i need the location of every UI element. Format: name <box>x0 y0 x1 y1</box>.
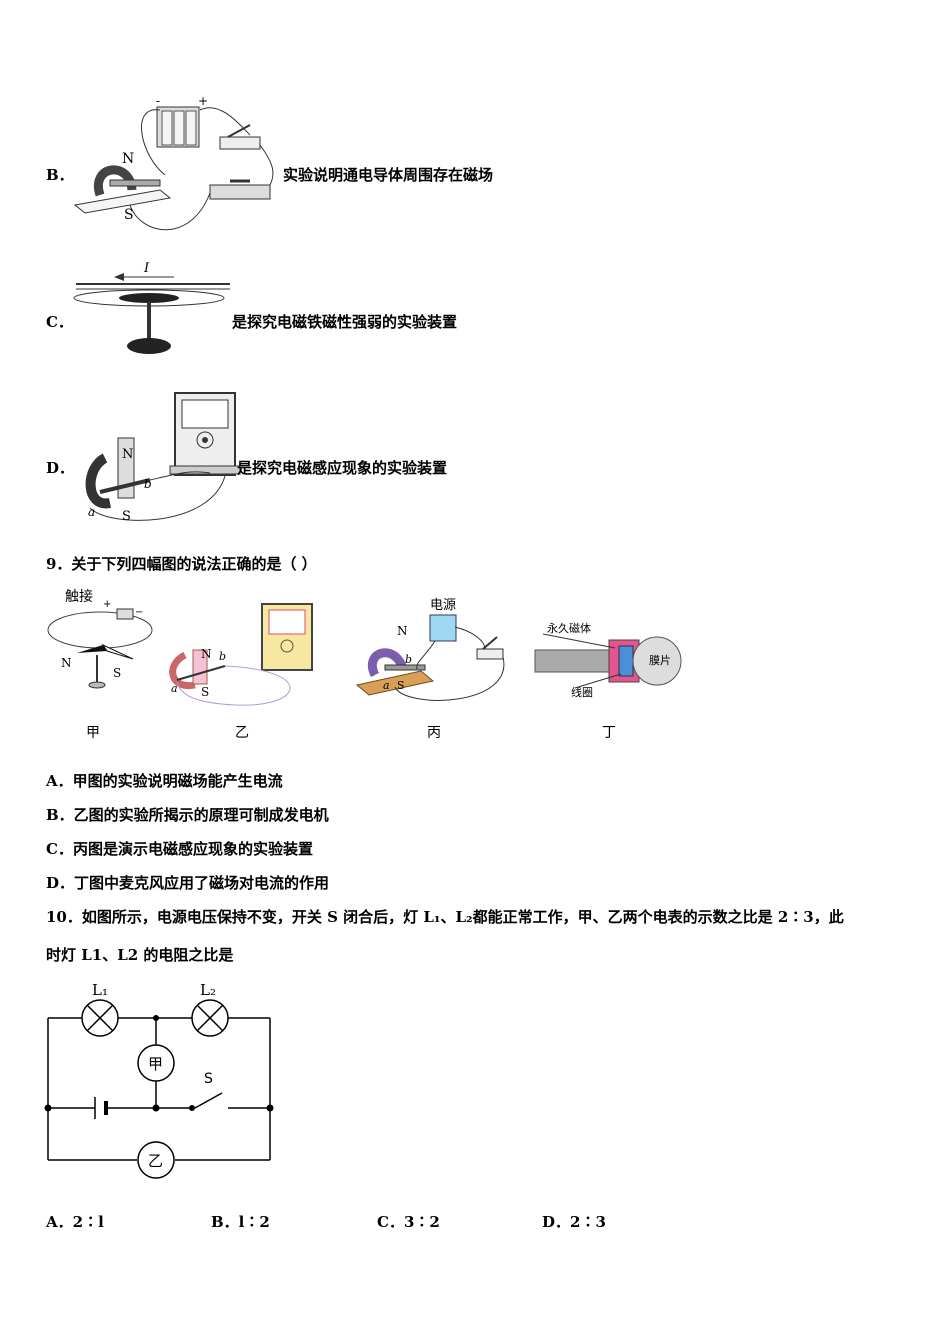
magnet-n: N <box>122 151 134 167</box>
switch-label: S <box>204 1071 213 1087</box>
circuit-diagram: L₁ L₂ 甲 乙 S <box>44 981 274 1179</box>
magnet-s: S <box>122 509 131 524</box>
pole-minus: − <box>135 607 143 618</box>
q10-option-a: A．2∶l <box>46 1213 104 1231</box>
wire-b: b <box>405 653 412 666</box>
coil-label: 线圈 <box>571 685 593 699</box>
wire-a: a <box>88 505 95 519</box>
magnet-n: N <box>122 447 133 462</box>
figure-induction-apparatus: N S a b <box>85 392 241 524</box>
figure-jia: 触接 + − N S <box>47 588 153 689</box>
caption-bing: 丙 <box>427 725 441 741</box>
q10-option-b: B．l∶2 <box>211 1213 270 1231</box>
figure-bing: 电源 N S a b <box>355 598 505 701</box>
option-d-letter: D． <box>46 459 75 477</box>
option-c-text: 是探究电磁铁磁性强弱的实验装置 <box>232 313 458 331</box>
figure-ding: 永久磁体 膜片 线圈 <box>534 621 682 699</box>
q9-option-d: D．丁图中麦克风应用了磁场对电流的作用 <box>46 874 330 892</box>
needle-n: N <box>61 656 72 670</box>
q10-option-d: D．2∶3 <box>542 1213 606 1231</box>
wire-a: a <box>171 682 178 695</box>
meter-jia-label: 甲 <box>148 1055 163 1073</box>
q9-option-c: C．丙图是演示电磁感应现象的实验装置 <box>46 840 313 858</box>
wire-a: a <box>383 679 390 692</box>
q9-option-b: B．乙图的实验所揭示的原理可制成发电机 <box>46 806 329 824</box>
magnet-s: S <box>124 207 134 223</box>
figure-oersted-apparatus: - + N S <box>73 94 274 231</box>
battery-neg: - <box>156 94 160 108</box>
caption-jia: 甲 <box>86 725 100 741</box>
figure-yi: N S a b <box>169 603 313 706</box>
option-c-letter: C． <box>46 313 73 331</box>
caption-ding: 丁 <box>602 725 616 741</box>
magnet-n: N <box>201 647 212 661</box>
magnet-s: S <box>397 679 405 692</box>
q10-stem-line2: 时灯 L1、L2 的电阻之比是 <box>46 946 234 964</box>
touch-label: 触接 <box>65 588 93 605</box>
meter-yi-label: 乙 <box>148 1152 163 1170</box>
option-d-text: 是探究电磁感应现象的实验装置 <box>237 459 448 477</box>
q9-stem: 9．关于下列四幅图的说法正确的是（ ） <box>46 555 317 573</box>
current-label: I <box>143 261 150 276</box>
wire-b: b <box>219 650 226 663</box>
caption-yi: 乙 <box>235 725 249 741</box>
lamp-l2-label: L₂ <box>200 981 216 999</box>
power-label: 电源 <box>430 598 456 613</box>
magnet-s: S <box>201 685 209 699</box>
q9-option-a: A．甲图的实验说明磁场能产生电流 <box>46 772 283 790</box>
q10-stem-line1: 10．如图所示，电源电压保持不变，开关 S 闭合后，灯 L₁、L₂都能正常工作，… <box>46 908 844 926</box>
magnet-label: 永久磁体 <box>547 621 591 635</box>
diaphragm-label: 膜片 <box>649 654 671 667</box>
lamp-l1-label: L₁ <box>92 981 108 999</box>
figure-current-wire-compass: I <box>73 261 230 354</box>
magnet-n: N <box>397 624 408 638</box>
wire-b: b <box>144 477 152 491</box>
option-b-text: 实验说明通电导体周围存在磁场 <box>283 166 494 184</box>
battery-pos: + <box>198 94 208 108</box>
q10-option-c: C．3∶2 <box>377 1213 440 1231</box>
option-b-letter: B． <box>46 166 74 184</box>
needle-s: S <box>113 666 121 680</box>
pole-plus: + <box>103 599 111 610</box>
